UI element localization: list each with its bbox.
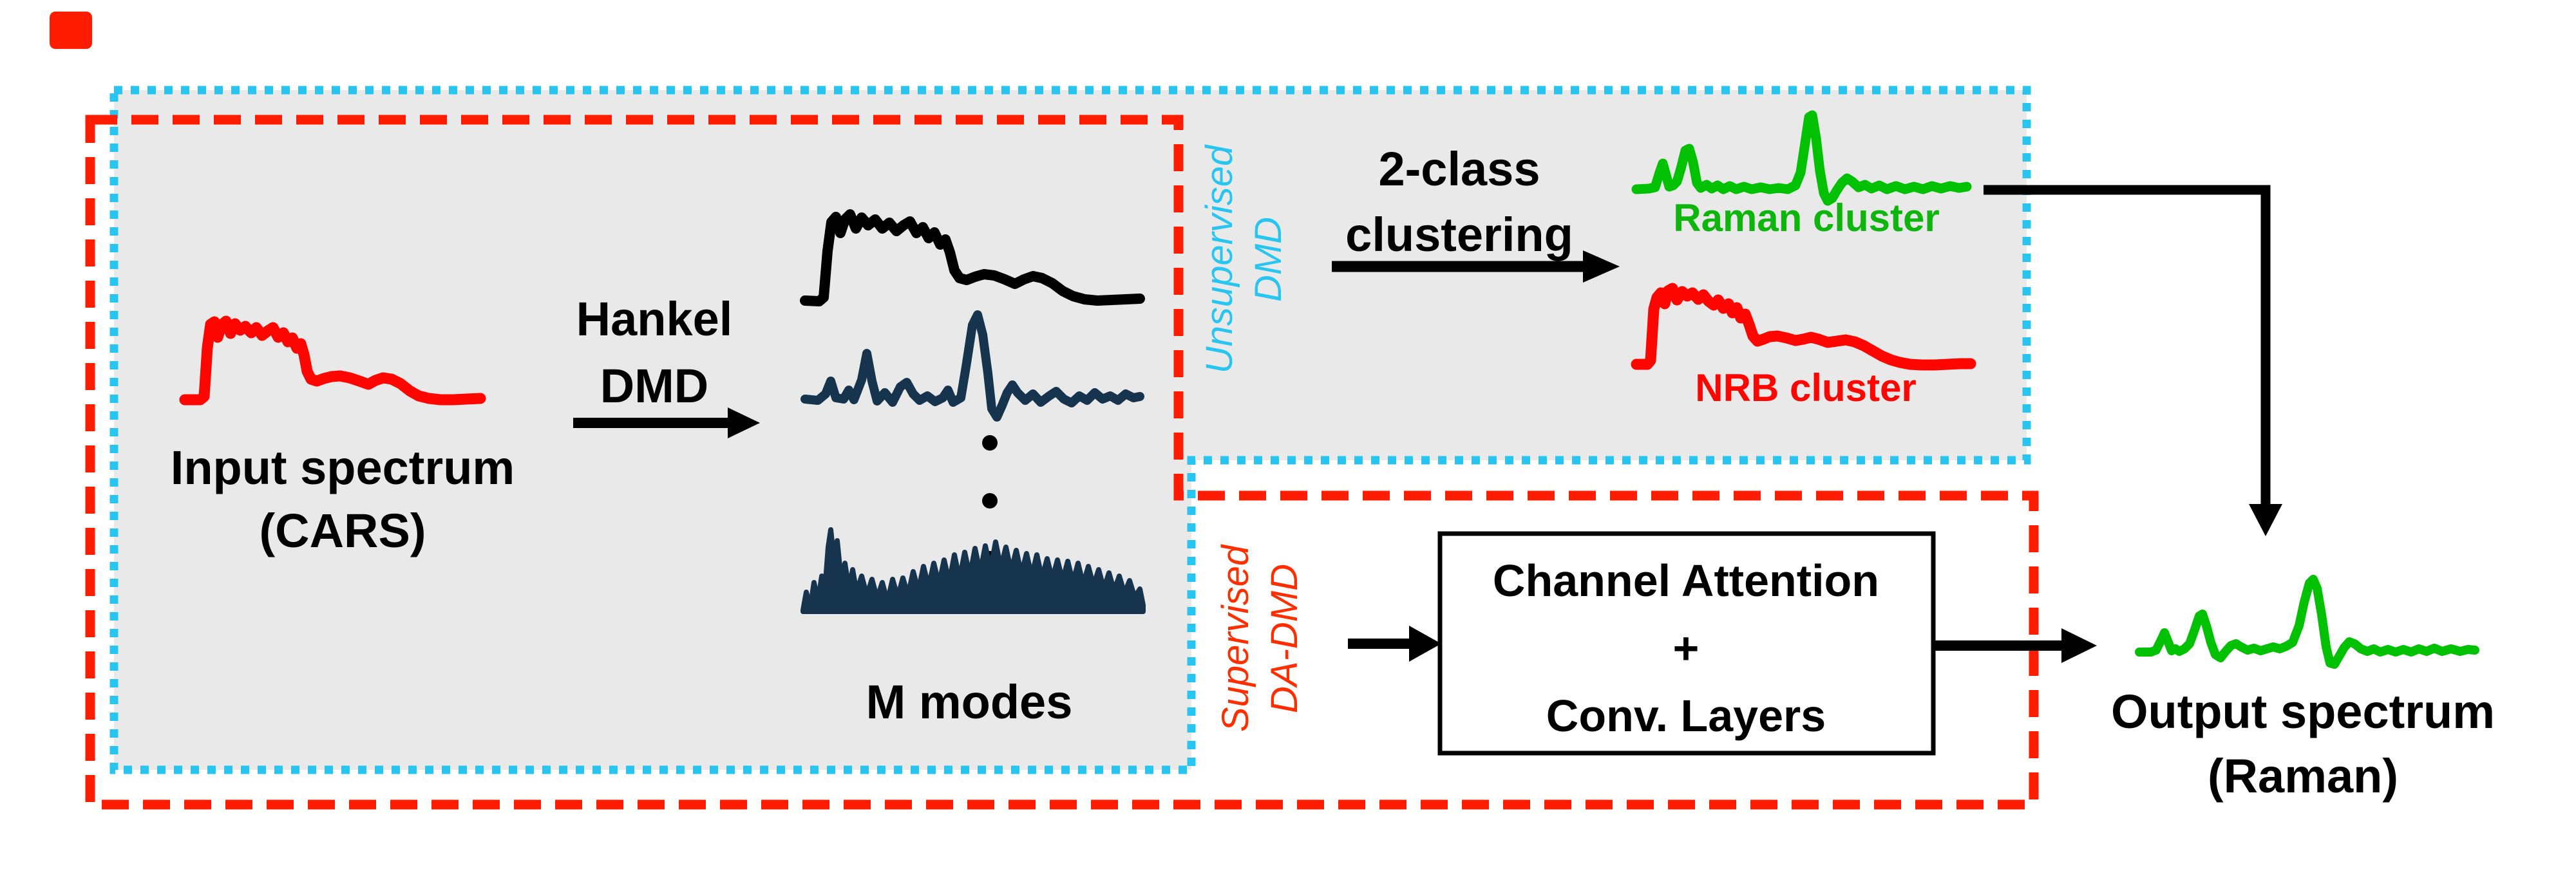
channel-attention-box-line2: + xyxy=(1672,623,1700,673)
dmd-modeM-noisy-curve xyxy=(800,527,1146,614)
dmd-mode2-curve xyxy=(800,310,1144,422)
channel-attention-box xyxy=(1437,531,1936,756)
hankel-arrow-head xyxy=(728,407,760,438)
hankel-dmd-label: Hankel DMD xyxy=(576,286,733,420)
unsupervised-dmd-label-line1: Unsupervised xyxy=(1198,145,1240,374)
unsupervised-dotted-border xyxy=(109,86,2031,774)
raman-to-output-arrow-head xyxy=(2249,504,2282,536)
dmd-mode1-curve xyxy=(800,209,1145,306)
two-class-clustering-line1: 2-class xyxy=(1378,142,1540,196)
channel-attention-box-label: Channel Attention + Conv. Layers xyxy=(1493,547,1879,750)
two-class-clustering-line2: clustering xyxy=(1345,208,1573,261)
two-class-clustering-label: 2-class clustering xyxy=(1345,136,1573,268)
output-spectrum-label-line1: Output spectrum xyxy=(2110,685,2496,738)
channel-attention-box-line1: Channel Attention xyxy=(1492,555,1880,606)
channel-attention-box-line3: Conv. Layers xyxy=(1546,691,1826,741)
unsupervised-dmd-label: Unsupervised DMD xyxy=(1195,145,1293,374)
raman-to-output-arrow-line xyxy=(1984,185,2271,505)
hankel-dmd-label-line2: DMD xyxy=(600,359,709,413)
input-spectrum-label-line2: (CARS) xyxy=(259,504,426,557)
ellipsis-dot-1 xyxy=(982,435,998,451)
supervised-da-dmd-label: Supervised DA-DMD xyxy=(1211,545,1309,732)
supervised-da-dmd-label-line1: Supervised xyxy=(1215,545,1256,733)
input-cars-curve xyxy=(179,315,486,406)
raman-cluster-curve xyxy=(1631,110,1972,206)
unsupervised-dmd-label-line2: DMD xyxy=(1247,216,1289,303)
input-spectrum-label-line1: Input spectrum xyxy=(170,441,515,494)
supervised-dashed-border xyxy=(85,115,2039,810)
hankel-dmd-label-line1: Hankel xyxy=(576,292,733,346)
output-spectrum-label-line2: (Raman) xyxy=(2207,749,2399,803)
clustering-arrow-head xyxy=(1583,250,1620,283)
into-box-arrow-head xyxy=(1409,626,1441,662)
input-spectrum-label: Input spectrum (CARS) xyxy=(171,436,515,563)
output-spectrum-label: Output spectrum (Raman) xyxy=(2111,680,2495,808)
gray-region-background xyxy=(114,90,2027,770)
out-of-box-arrow-head xyxy=(2061,628,2097,663)
ellipsis-dot-2 xyxy=(982,493,998,509)
nrb-cluster-curve xyxy=(1631,283,1976,371)
m-modes-label: M modes xyxy=(866,675,1073,729)
supervised-da-dmd-label-line2: DA-DMD xyxy=(1264,564,1305,713)
nrb-cluster-label: NRB cluster xyxy=(1695,366,1917,409)
raman-cluster-label: Raman cluster xyxy=(1673,196,1940,239)
red-marker-square xyxy=(50,12,92,49)
output-raman-curve xyxy=(2135,575,2479,669)
